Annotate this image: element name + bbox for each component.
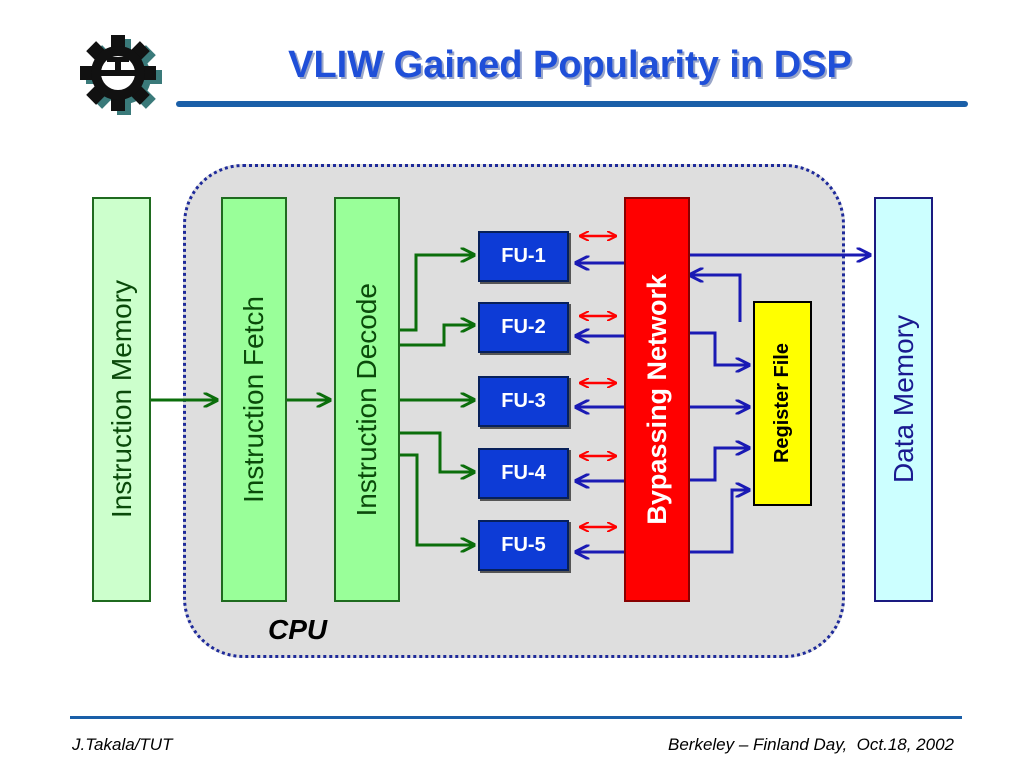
bypassing-network-box: Bypassing Network xyxy=(624,197,690,602)
gear-logo-icon xyxy=(80,35,162,115)
fu-1-box: FU-1 xyxy=(478,231,569,282)
data-memory-label: Data Memory xyxy=(887,315,919,484)
instruction-fetch-label: Instruction Fetch xyxy=(238,296,269,503)
instruction-memory-label: Instruction Memory xyxy=(105,280,137,519)
bypass-to-regfile-wire-4 xyxy=(690,448,749,482)
decode-to-fu4-wire xyxy=(400,431,474,472)
bypass-to-regfile-wire-2 xyxy=(690,331,749,365)
footer-event-date: Berkeley – Finland Day, Oct.18, 2002 xyxy=(667,735,954,754)
fu-2-box: FU-2 xyxy=(478,302,569,353)
decode-to-fu5-wire xyxy=(400,453,474,545)
fu-5-box: FU-5 xyxy=(478,520,569,571)
register-file-label: Register File xyxy=(771,343,793,464)
data-memory-box: Data Memory xyxy=(874,197,933,602)
instruction-decode-box: Instruction Decode xyxy=(334,197,400,602)
decode-to-fu2-wire xyxy=(400,325,474,347)
instruction-fetch-box: Instruction Fetch xyxy=(221,197,287,602)
bypass-to-regfile-wire-5 xyxy=(690,490,749,554)
register-file-box: Register File xyxy=(753,301,812,506)
fu-3-box: FU-3 xyxy=(478,376,569,427)
slide-title: VLIW Gained Popularity in DSP xyxy=(288,44,852,86)
instruction-decode-label: Instruction Decode xyxy=(351,282,382,517)
footer-author: J.Takala/TUT xyxy=(72,735,173,754)
decode-to-fu1-wire xyxy=(400,255,474,332)
title-underline xyxy=(176,101,968,107)
footer-divider xyxy=(70,716,962,719)
bypassing-network-label: Bypassing Network xyxy=(641,274,672,525)
regfile-to-bypass-wire-1 xyxy=(690,275,742,322)
instruction-memory-box: Instruction Memory xyxy=(92,197,151,602)
fu-4-box: FU-4 xyxy=(478,448,569,499)
cpu-label: CPU xyxy=(268,614,328,645)
